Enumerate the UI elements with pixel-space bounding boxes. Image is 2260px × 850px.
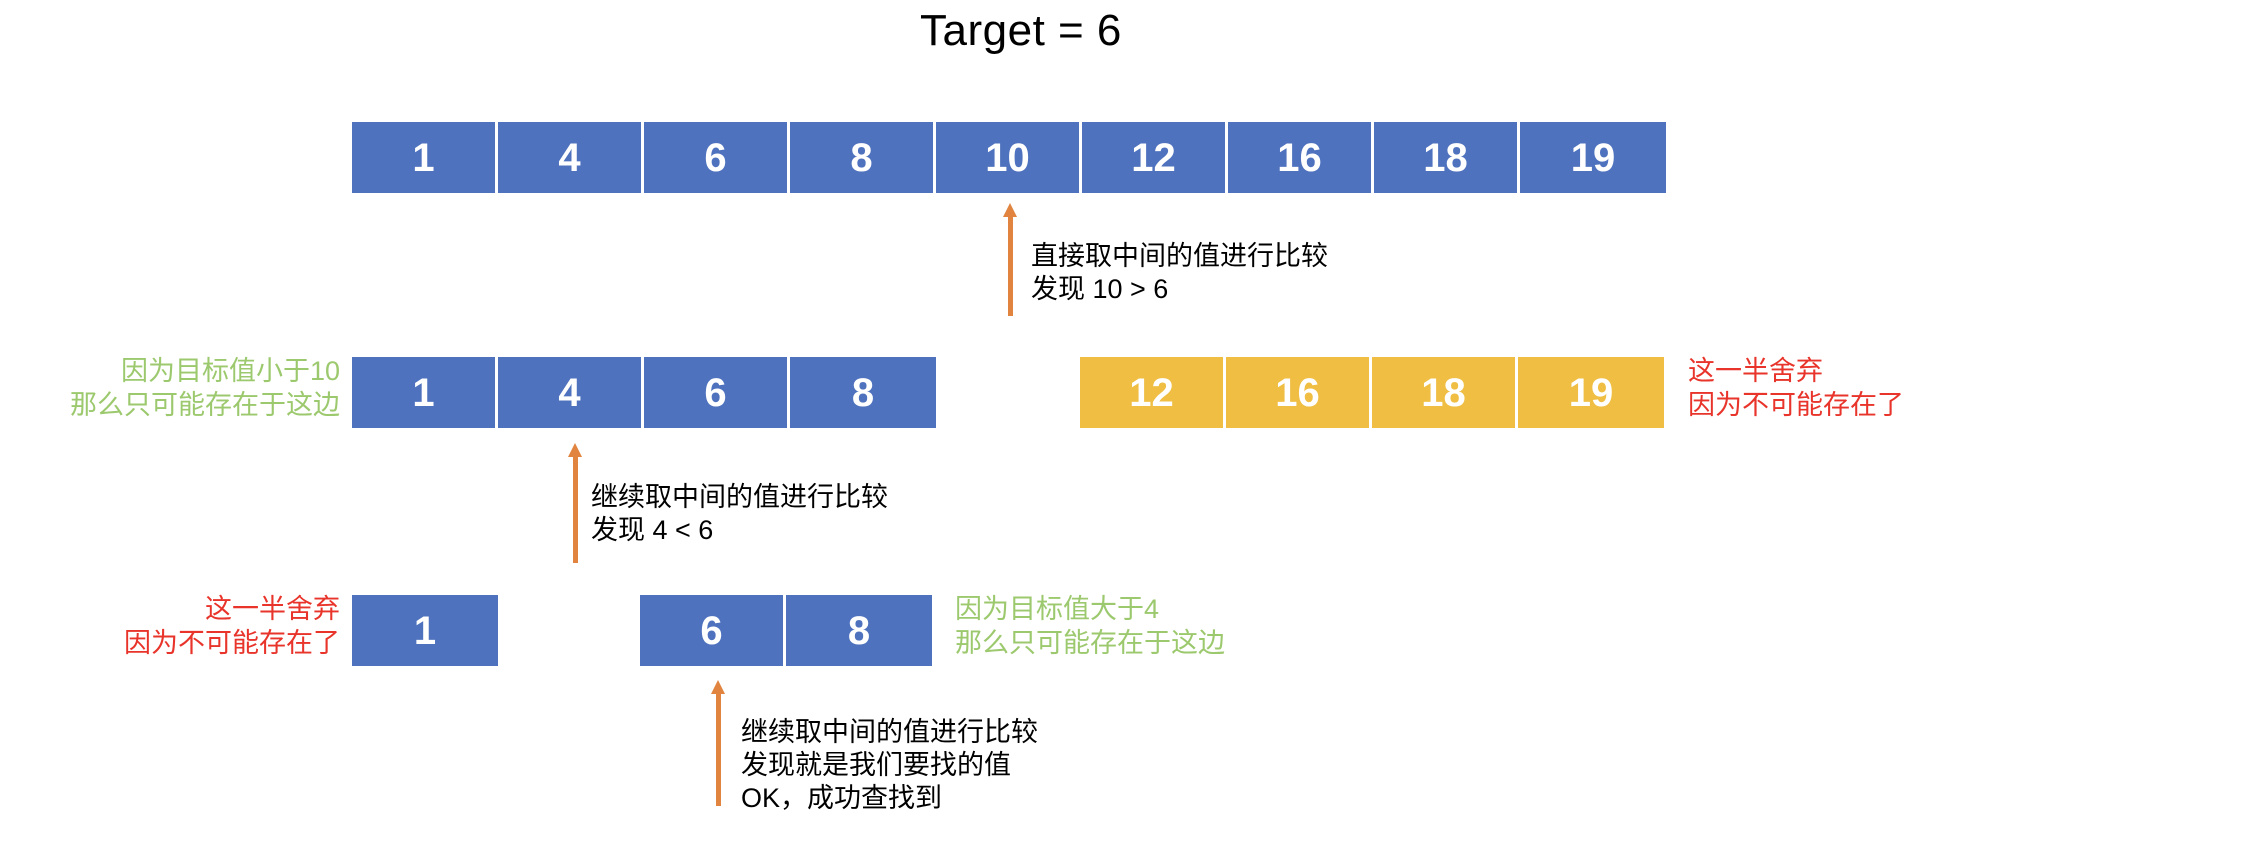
row2-keep-line2: 那么只可能存在于这边 [70,389,340,420]
array-row-right-half-discarded: 12 16 18 19 [1080,357,1664,428]
array-cell[interactable]: 16 [1228,122,1374,193]
step3-annotation-line2: 发现就是我们要找的值 [741,749,1011,780]
row2-keep-annotation: 因为目标值小于10 那么只可能存在于这边 [0,355,340,423]
row3-keep-line1: 因为目标值大于4 [955,594,1160,624]
array-cell-discarded[interactable]: 18 [1372,357,1518,428]
step1-annotation-line2: 发现 10 > 6 [1031,273,1169,304]
step1-annotation: 直接取中间的值进行比较 发现 10 > 6 [1031,240,1328,306]
array-cell[interactable]: 6 [644,357,790,428]
step1-up-arrow-icon [1003,203,1018,316]
array-cell-discarded[interactable]: 19 [1518,357,1664,428]
row3-discard-line2: 因为不可能存在了 [124,627,340,658]
step3-up-arrow-icon [711,680,726,806]
step2-annotation: 继续取中间的值进行比较 发现 4 < 6 [591,481,888,547]
row3-discard-line1: 这一半舍弃 [205,594,340,624]
step3-annotation: 继续取中间的值进行比较 发现就是我们要找的值 OK，成功查找到 [741,716,1038,815]
array-cell[interactable]: 8 [790,357,936,428]
array-row-kept-pair: 6 8 [640,595,932,666]
array-cell-midpoint[interactable]: 4 [498,357,644,428]
step3-annotation-line1: 继续取中间的值进行比较 [741,717,1038,747]
array-cell[interactable]: 12 [1082,122,1228,193]
array-row-full: 1 4 6 8 10 12 16 18 19 [352,122,1666,193]
array-cell[interactable]: 19 [1520,122,1666,193]
array-cell[interactable]: 1 [352,357,498,428]
array-cell-midpoint[interactable]: 6 [640,595,786,666]
array-cell[interactable]: 6 [644,122,790,193]
row3-keep-annotation: 因为目标值大于4 那么只可能存在于这边 [955,593,1225,661]
row3-keep-line2: 那么只可能存在于这边 [955,627,1225,658]
array-cell-midpoint[interactable]: 10 [936,122,1082,193]
array-cell-discarded[interactable]: 16 [1226,357,1372,428]
array-cell[interactable]: 4 [498,122,644,193]
step2-up-arrow-icon [568,443,583,563]
array-cell-discarded[interactable]: 12 [1080,357,1226,428]
row3-discard-annotation: 这一半舍弃 因为不可能存在了 [0,593,340,661]
array-cell[interactable]: 8 [790,122,936,193]
array-cell[interactable]: 1 [352,122,498,193]
step3-annotation-line3: OK，成功查找到 [741,782,943,813]
array-cell[interactable]: 1 [352,595,498,666]
step1-annotation-line1: 直接取中间的值进行比较 [1031,241,1328,271]
row2-keep-line1: 因为目标值小于10 [120,356,340,386]
step2-annotation-line1: 继续取中间的值进行比较 [591,482,888,512]
array-row-discarded-single: 1 [352,595,498,666]
array-row-left-half: 1 4 6 8 [352,357,936,428]
diagram-title: Target = 6 [920,6,1122,55]
array-cell[interactable]: 18 [1374,122,1520,193]
step2-annotation-line2: 发现 4 < 6 [591,514,714,545]
row2-discard-line1: 这一半舍弃 [1688,356,1823,386]
row2-discard-annotation: 这一半舍弃 因为不可能存在了 [1688,355,1904,423]
array-cell[interactable]: 8 [786,595,932,666]
row2-discard-line2: 因为不可能存在了 [1688,389,1904,420]
